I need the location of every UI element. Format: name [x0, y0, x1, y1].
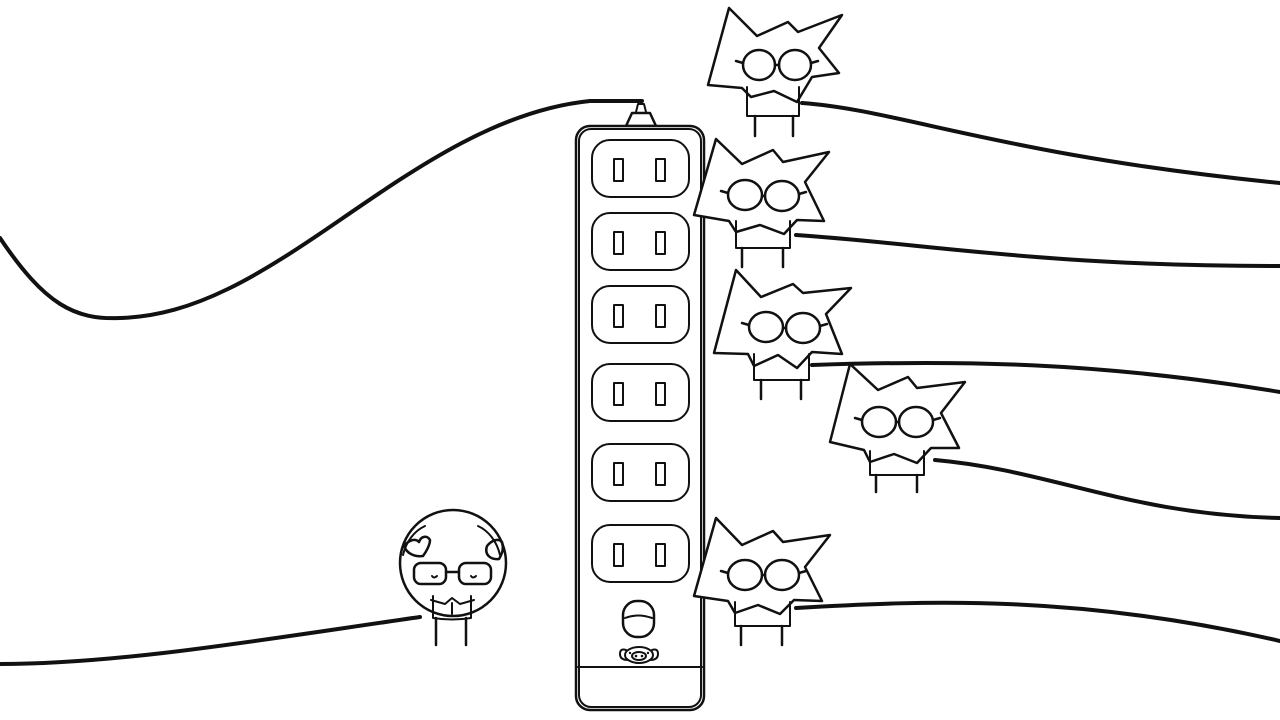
power-strip-edge [578, 128, 702, 708]
main-power-cable [0, 99, 644, 321]
power-strip-body[interactable] [574, 124, 706, 712]
outlet-6[interactable] [591, 524, 690, 583]
old-man-character[interactable] [0, 508, 508, 666]
plug-creature-1[interactable] [706, 6, 1280, 185]
outlet-3[interactable] [591, 285, 690, 344]
power-strip-plug-cap [624, 103, 658, 128]
plug-creature-2[interactable] [692, 137, 1280, 269]
outlet-5[interactable] [591, 443, 690, 502]
plug-creature-4[interactable] [828, 362, 1280, 520]
plug-creature-2-cable [794, 233, 1280, 268]
plug-creature-5[interactable] [692, 516, 1280, 647]
outlet-1[interactable] [591, 139, 690, 198]
rocker-switch-icon[interactable] [621, 599, 656, 639]
plug-creature-4-cable [933, 458, 1280, 520]
plug-creature-3[interactable] [712, 268, 1280, 401]
outlet-4[interactable] [591, 363, 690, 422]
plug-creature-5-cable [794, 600, 1280, 643]
old-man-glasses-right [457, 561, 493, 586]
pig-face-icon [619, 646, 659, 664]
plug-creature-3-cable [810, 360, 1280, 394]
old-man-glasses-left [412, 561, 448, 586]
old-man-cable [0, 615, 422, 666]
power-strip[interactable] [574, 124, 706, 712]
outlet-2[interactable] [591, 212, 690, 271]
plug-creature-1-cable [800, 101, 1280, 185]
